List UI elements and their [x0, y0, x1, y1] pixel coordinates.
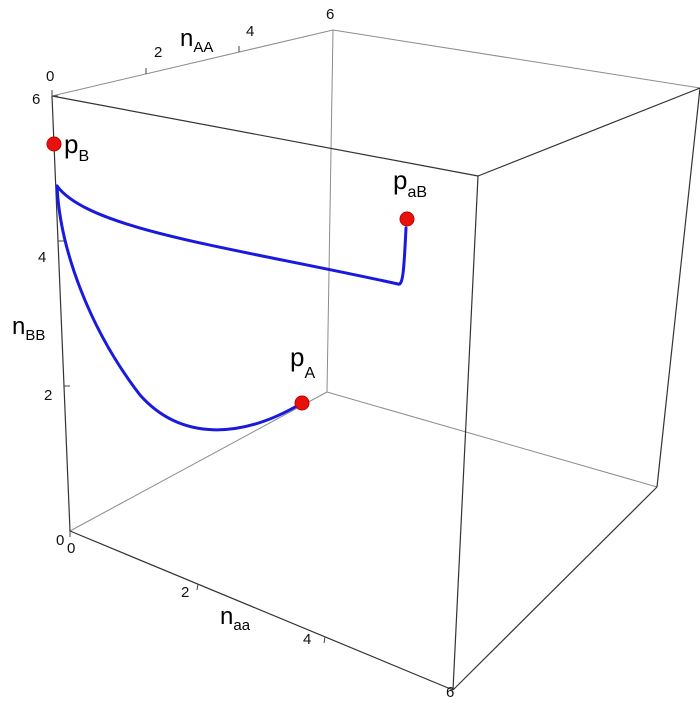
point-pA	[294, 395, 310, 411]
tick-label-nBB-0: 0	[56, 532, 64, 549]
label-paB: paB	[393, 165, 427, 201]
tick-label-naa-6: 6	[446, 684, 454, 701]
point-pB	[46, 136, 62, 152]
axis-naa: 0 2 4 6 naa	[67, 531, 454, 701]
label-pB: pB	[64, 129, 89, 165]
trajectories	[55, 184, 408, 432]
axis-label-nBB: nBB	[12, 313, 45, 344]
tick-label-nAA-2: 2	[154, 44, 162, 61]
trajectory-to-paB	[55, 184, 408, 286]
tick-label-nAA-4: 4	[246, 23, 254, 40]
axis-label-naa: naa	[220, 603, 251, 634]
edge-right-vertical	[656, 87, 700, 488]
edge-top-front-right	[477, 87, 700, 177]
edge-top-back-right	[332, 29, 700, 89]
tick-label-naa-2: 2	[181, 584, 189, 601]
edge-bottom-front-left	[69, 530, 454, 691]
point-paB	[399, 211, 415, 227]
tick-label-nAA-0: 0	[46, 68, 54, 85]
edge-top-back-left	[51, 29, 334, 97]
tick-label-nAA-6: 6	[326, 6, 334, 23]
label-pA: pA	[290, 342, 315, 382]
cube-back-edges	[51, 29, 700, 532]
axis-label-nAA: nAA	[180, 25, 213, 56]
tick-naa-2	[196, 583, 199, 591]
trajectory-to-pA	[55, 184, 304, 432]
tick-label-nBB-6: 6	[32, 91, 40, 108]
edge-back-vertical	[326, 29, 334, 393]
tick-label-nBB-4: 4	[38, 249, 46, 266]
edge-front-vertical	[452, 175, 479, 691]
edge-top-front-left	[51, 95, 479, 177]
tick-label-naa-4: 4	[303, 631, 311, 648]
axis-nAA: 0 2 4 6 nAA	[46, 6, 334, 96]
cube-front-edges	[51, 87, 700, 691]
fixed-points: pB paB pA	[46, 129, 427, 411]
edge-bottom-back-right	[326, 391, 658, 488]
tick-label-nBB-2: 2	[44, 387, 52, 404]
edge-left-vertical	[51, 95, 71, 532]
tick-naa-4	[323, 636, 326, 644]
edge-bottom-back-left	[69, 391, 328, 532]
edge-bottom-front-right	[452, 486, 658, 691]
axis-nBB: 6 4 2 0 nBB	[12, 91, 70, 549]
tick-label-naa-0: 0	[67, 540, 75, 557]
